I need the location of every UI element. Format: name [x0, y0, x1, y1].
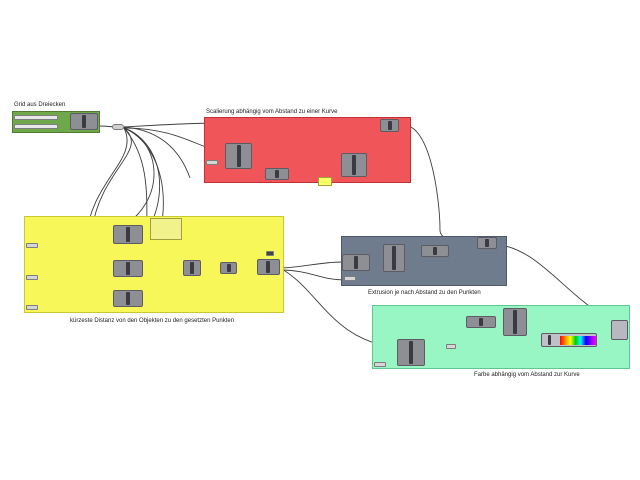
slider-grid-b[interactable] — [14, 124, 58, 129]
color-component-a[interactable] — [397, 339, 425, 366]
extrude-component-a[interactable] — [342, 254, 370, 271]
point-input-a[interactable] — [26, 243, 38, 248]
remap-component[interactable] — [220, 262, 237, 274]
scale-component-b[interactable] — [265, 168, 289, 180]
group-extrusion-label: Extrusion je nach Abstand zu den Punkten — [368, 290, 481, 296]
wire — [123, 126, 191, 179]
point-input-c[interactable] — [26, 305, 38, 310]
wire — [279, 261, 343, 269]
extrude-input[interactable] — [344, 276, 356, 281]
relay-node[interactable] — [266, 251, 274, 256]
extrude-component-d[interactable] — [477, 237, 497, 249]
closest-point-b[interactable] — [113, 260, 143, 277]
point-input-b[interactable] — [26, 275, 38, 280]
wire — [117, 127, 155, 231]
group-scale-label: Scalierung abhängig vom Abstand zu einer… — [206, 109, 338, 115]
gradient-component[interactable] — [541, 333, 597, 347]
gradient-strip — [560, 336, 596, 345]
group-distance-label: kürzeste Distanz von den Objekten zu den… — [70, 318, 235, 324]
grid-component[interactable] — [70, 113, 98, 130]
closest-point-c[interactable] — [113, 290, 143, 307]
color-input[interactable] — [374, 362, 386, 367]
scale-panel[interactable] — [318, 177, 332, 186]
color-component-c[interactable] — [503, 308, 527, 336]
extrude-component-b[interactable] — [383, 244, 405, 272]
scale-input[interactable] — [206, 160, 218, 165]
extrude-component-c[interactable] — [421, 245, 449, 257]
scale-component-d[interactable] — [380, 119, 399, 132]
color-relay[interactable] — [446, 344, 456, 349]
scale-component-c[interactable] — [341, 153, 367, 177]
wire — [279, 269, 346, 281]
color-component-b[interactable] — [466, 316, 496, 328]
slider-grid-a[interactable] — [14, 115, 58, 120]
output-component[interactable] — [257, 259, 280, 275]
curve-param[interactable] — [112, 124, 124, 130]
scale-component-a[interactable] — [225, 143, 252, 169]
group-grid-label: Grid aus Dreiecken — [14, 102, 66, 108]
min-component[interactable] — [183, 260, 201, 276]
preview-component[interactable] — [611, 320, 628, 340]
closest-point-a[interactable] — [113, 225, 143, 244]
distance-panel[interactable] — [150, 218, 182, 240]
group-color-label: Farbe abhängig vom Abstand zur Kurve — [474, 372, 580, 378]
